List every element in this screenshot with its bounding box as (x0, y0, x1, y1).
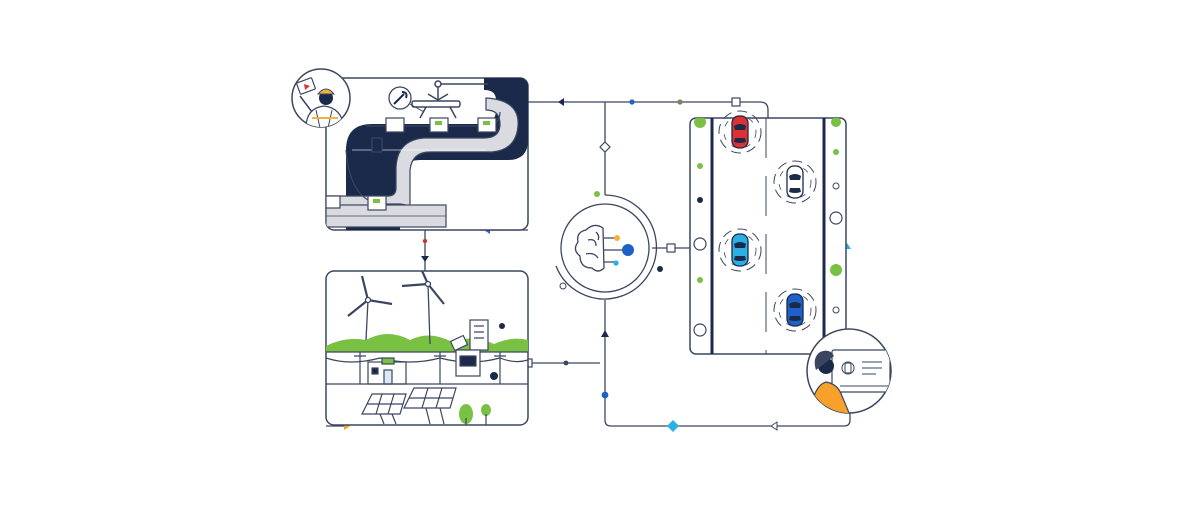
car-icon (786, 165, 804, 199)
arrow-up-marker (601, 330, 609, 337)
car-icon (731, 233, 749, 267)
ai-hub (555, 191, 663, 300)
worker-badge (291, 68, 351, 128)
arrow-left-marker (558, 98, 564, 106)
wind-solar-energy-icon (326, 271, 528, 425)
vehicle-blue (773, 288, 817, 332)
vehicle-red (718, 110, 762, 154)
car-icon (731, 115, 749, 149)
node-square (666, 243, 676, 253)
node-dot (422, 238, 428, 244)
wrench-icon (393, 91, 408, 105)
operator-badge (806, 328, 892, 414)
car-icon (786, 293, 804, 327)
node-square (731, 97, 741, 107)
node-dot (622, 244, 634, 256)
connector-markers (344, 97, 851, 432)
node-dot (563, 360, 569, 366)
node-dot (601, 391, 609, 399)
autonomous-vehicles-road-icon (693, 118, 843, 354)
traffic-panel (689, 110, 847, 355)
energy-panel (325, 270, 529, 426)
node-dot (614, 235, 620, 241)
robotic-assembly-line-icon (326, 78, 528, 230)
vehicle-white (773, 160, 817, 204)
arrow-down-marker (421, 256, 429, 262)
factory-panel (325, 77, 529, 231)
arrow-left-marker (770, 421, 778, 431)
hardhat-worker-icon (296, 77, 345, 127)
node-diamond-cyan (667, 420, 679, 432)
node-diamond (599, 141, 611, 153)
operator-at-screen-icon (809, 349, 891, 413)
vehicle-cyan (718, 228, 762, 272)
node-dot (677, 99, 683, 105)
node-dot (629, 99, 635, 105)
brain-ai-icon (574, 224, 624, 272)
node-dot (613, 260, 619, 266)
